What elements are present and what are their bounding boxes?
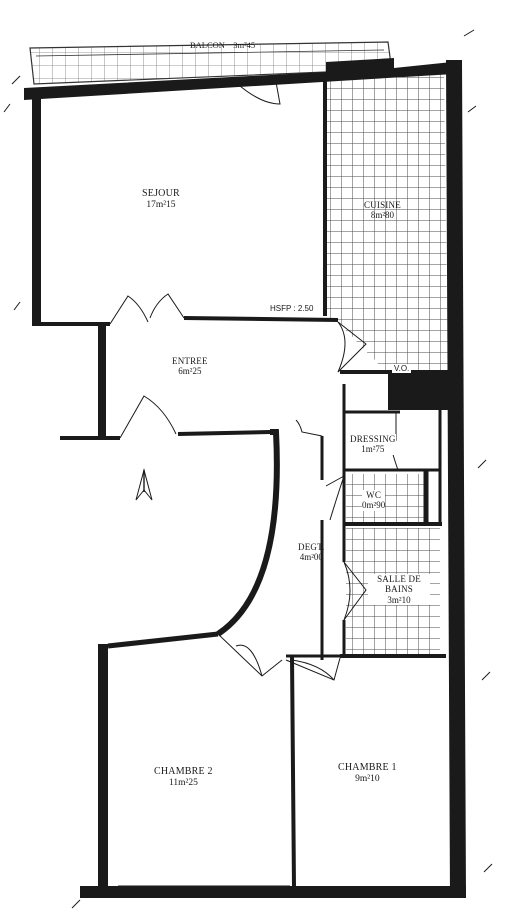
wc-floor (346, 474, 426, 522)
room-area: 4m²00 (299, 552, 323, 563)
room-label-cuisine: CUISINE 8m²80 (364, 200, 401, 221)
room-area: 6m²25 (178, 366, 202, 377)
room-label-sejour: SEJOUR 17m²15 (142, 188, 180, 210)
room-label-chambre-2: CHAMBRE 2 11m²25 (154, 766, 213, 788)
room-label-balcon: BALCON 3m²45 (190, 40, 255, 51)
room-name: DRESSING (350, 434, 396, 444)
ceiling-height-annotation: HSFP : 2.50 (270, 304, 314, 313)
room-name: CUISINE (364, 200, 401, 210)
room-label-wc: WC 0m²90 (362, 490, 386, 511)
room-area: 3m²10 (387, 594, 411, 605)
room-name: SEJOUR (142, 188, 180, 199)
room-label-degt: DEGT. 4m²00 (298, 542, 325, 563)
room-label-dressing: DRESSING 1m²75 (350, 434, 396, 455)
room-name: CHAMBRE 1 (338, 762, 397, 773)
room-name: BALCON (190, 40, 225, 50)
room-area: 9m²10 (355, 773, 380, 784)
room-area: 11m²25 (168, 777, 198, 788)
room-name: WC (366, 490, 382, 500)
room-name: DEGT. (298, 542, 325, 552)
room-name: CHAMBRE 2 (154, 766, 213, 777)
room-area: 17m²15 (146, 199, 176, 210)
corner-marks (3, 29, 493, 909)
room-label-chambre-1: CHAMBRE 1 9m²10 (338, 762, 397, 784)
room-label-entree: ENTREE 6m²25 (172, 356, 208, 377)
room-label-salle-de-bains: SALLE DE BAINS 3m²10 (368, 574, 430, 606)
doors (109, 81, 399, 892)
vo-annotation: V.O. (392, 364, 412, 373)
room-area: 8m²80 (370, 210, 395, 221)
room-area: 1m²75 (361, 444, 385, 455)
room-name: ENTREE (172, 356, 208, 366)
room-area: 0m²90 (362, 500, 386, 511)
interior-walls (40, 74, 448, 889)
room-area: 3m²45 (233, 40, 256, 50)
room-name: SALLE DE BAINS (377, 574, 421, 595)
north-arrow-icon (135, 468, 153, 501)
kitchen-floor (324, 66, 448, 374)
exterior-walls (24, 58, 466, 898)
